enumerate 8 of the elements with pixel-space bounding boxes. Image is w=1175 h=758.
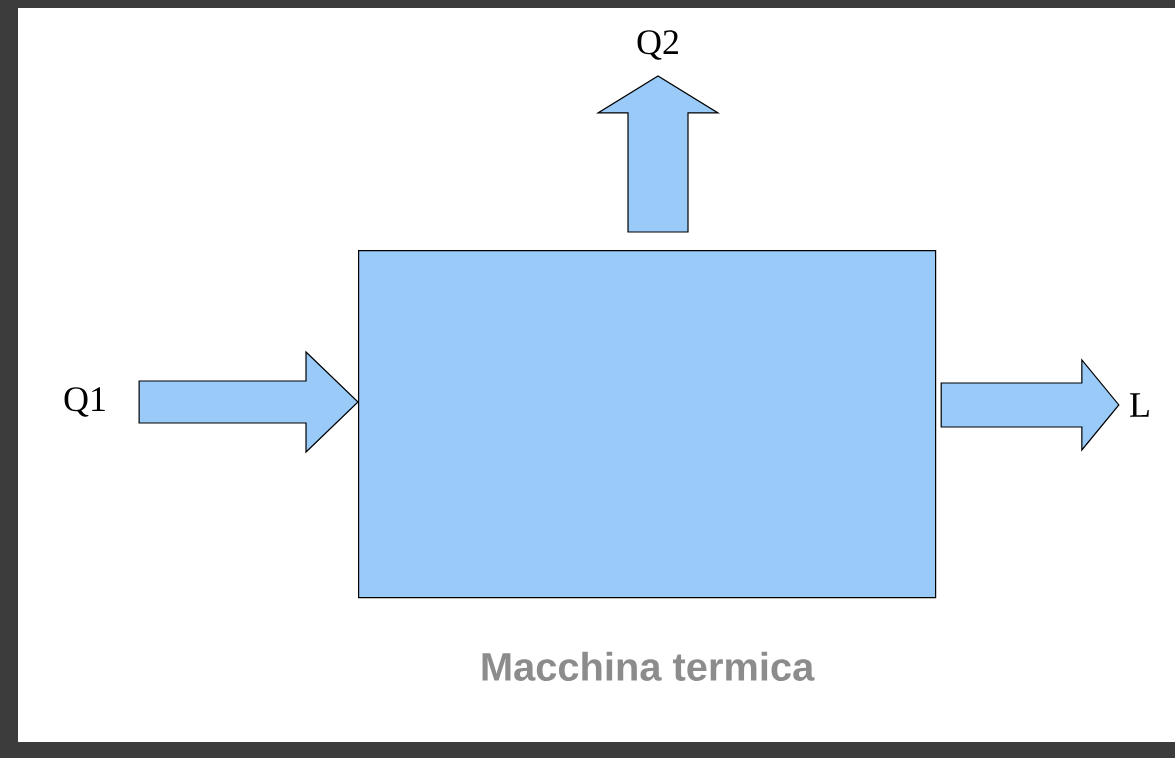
flow-label: Q1	[64, 387, 105, 417]
process-box: Macchina termica	[358, 250, 937, 681]
node-label: Macchina termica	[482, 651, 815, 681]
block-arrow	[940, 358, 1120, 452]
flow-label: Q2	[637, 30, 678, 60]
block-arrow	[138, 350, 359, 454]
flow-label: L	[1130, 393, 1149, 417]
block-arrow	[595, 75, 721, 233]
